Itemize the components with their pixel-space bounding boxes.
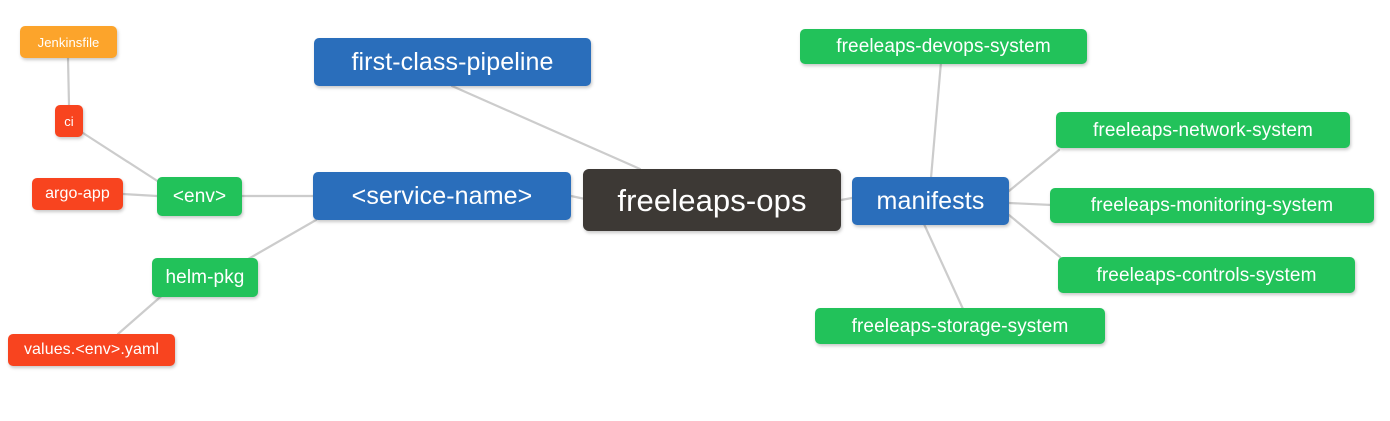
- edge-jenkinsfile-ci: [66, 56, 71, 107]
- node-freeleaps-ops[interactable]: freeleaps-ops: [583, 169, 841, 231]
- edge-argoapp-env: [121, 192, 159, 198]
- node-freeleaps-network-system[interactable]: freeleaps-network-system: [1056, 112, 1350, 148]
- edge-manifests-networksystem: [1007, 148, 1061, 193]
- node-first-class-pipeline[interactable]: first-class-pipeline: [314, 38, 591, 86]
- node-freeleaps-monitoring-system[interactable]: freeleaps-monitoring-system: [1050, 188, 1374, 223]
- edge-ci-env: [81, 131, 161, 184]
- node-service-name[interactable]: <service-name>: [313, 172, 571, 220]
- node-argo-app[interactable]: argo-app: [32, 178, 123, 210]
- edge-manifests-monitoringsystem: [1007, 201, 1054, 207]
- edge-manifests-storagesystem: [922, 222, 965, 311]
- node-values-env-yaml[interactable]: values.<env>.yaml: [8, 334, 175, 366]
- node-freeleaps-controls-system[interactable]: freeleaps-controls-system: [1058, 257, 1355, 293]
- edge-root-manifests: [839, 196, 854, 202]
- edge-manifests-devopssystem: [929, 60, 943, 180]
- edge-servicename-helmpkg: [241, 218, 318, 264]
- node-manifests[interactable]: manifests: [852, 177, 1009, 225]
- node-env[interactable]: <env>: [157, 177, 242, 216]
- node-freeleaps-devops-system[interactable]: freeleaps-devops-system: [800, 29, 1087, 64]
- node-ci[interactable]: ci: [55, 105, 83, 137]
- edge-helmpkg-valuesyaml: [116, 290, 168, 336]
- node-freeleaps-storage-system[interactable]: freeleaps-storage-system: [815, 308, 1105, 344]
- node-helm-pkg[interactable]: helm-pkg: [152, 258, 258, 297]
- node-jenkinsfile[interactable]: Jenkinsfile: [20, 26, 117, 58]
- edge-firstclasspipeline-root: [450, 84, 642, 171]
